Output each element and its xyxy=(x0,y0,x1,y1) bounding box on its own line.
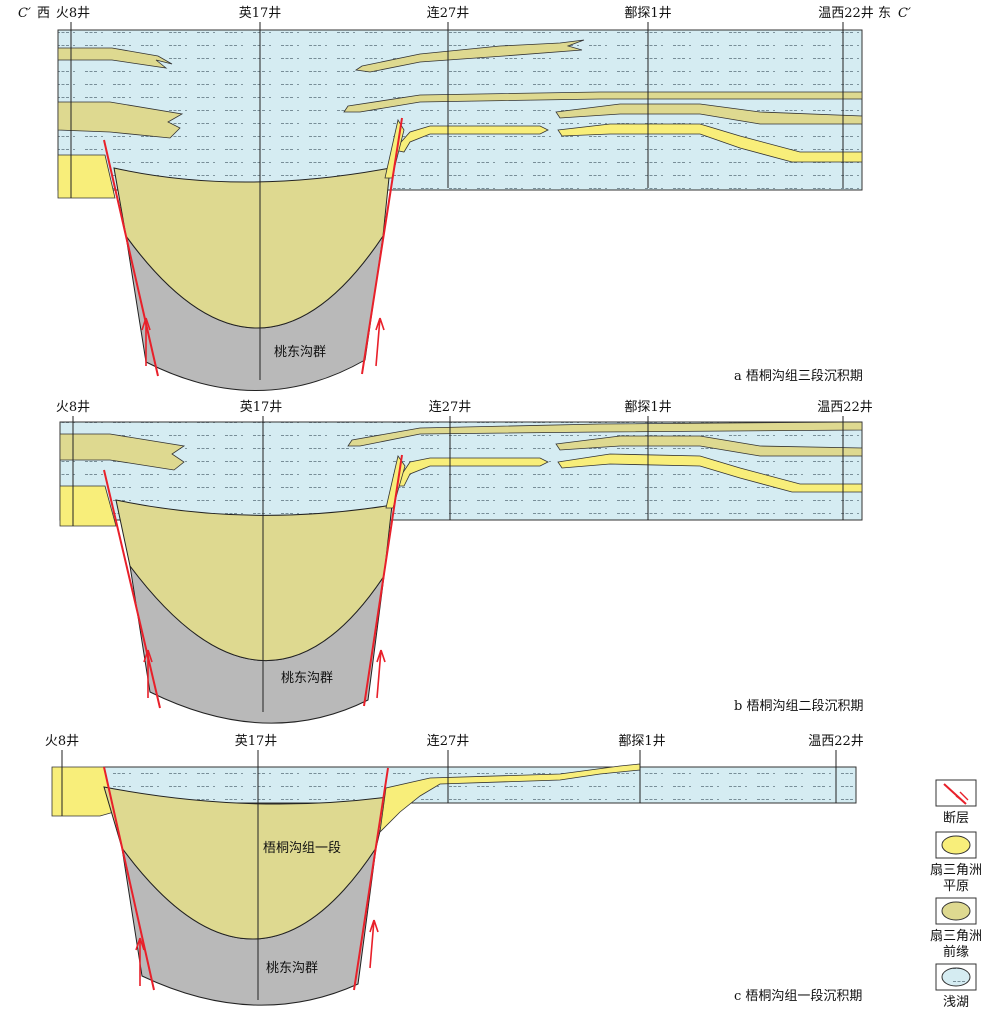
shallow-lake-icon xyxy=(941,967,971,987)
fan-front-basin-fill xyxy=(115,499,393,661)
legend-item-fault: 断层 xyxy=(935,779,977,826)
well-label: 连27井 xyxy=(427,5,470,21)
fan-front-tongue-upper-west xyxy=(57,47,173,69)
fault-east xyxy=(361,117,403,375)
legend-label: 前缘 xyxy=(943,944,969,960)
well-label: 连27井 xyxy=(427,733,470,749)
legend-label: 断层 xyxy=(943,811,969,826)
well-label: 温西22井 xyxy=(817,400,873,415)
fan-front-tongue-upper-east xyxy=(354,39,585,73)
fault-east xyxy=(363,454,403,707)
shallow-lake-body xyxy=(103,766,857,804)
fan-plain-tongue-far-east xyxy=(557,123,863,163)
fan-front-tongue-middle-west xyxy=(57,101,184,139)
fan-front-basin-fill xyxy=(103,786,389,940)
fan-plain-west xyxy=(59,485,117,527)
legend: 断层 扇三角洲 平原 扇三角洲 前缘 浅湖 xyxy=(930,779,982,1010)
fault-west xyxy=(103,766,155,991)
unit-label: 桃东沟群 xyxy=(274,345,326,360)
legend-label: 浅湖 xyxy=(943,995,969,1010)
legend-label: 平原 xyxy=(943,879,969,894)
fan-delta-front-icon xyxy=(941,901,971,921)
legend-item-fan-front: 扇三角洲 前缘 xyxy=(930,897,982,960)
fan-front-tongue-west xyxy=(59,433,186,471)
fault-west xyxy=(103,139,159,377)
fan-front-tongue-lower-east xyxy=(555,435,863,457)
well-label: 英17井 xyxy=(239,6,282,21)
well-label: 鄯探1井 xyxy=(624,400,671,415)
fault-arrow-east xyxy=(369,919,379,969)
fan-front-tongue-lower-east xyxy=(555,103,863,125)
fault-arrow-west xyxy=(141,317,151,366)
well-label: 火8井 xyxy=(56,6,90,21)
fault-arrow-west xyxy=(135,937,145,986)
fan-plain-west xyxy=(51,766,115,817)
fan-front-basin-fill xyxy=(113,167,391,329)
well-label: 鄯探1井 xyxy=(618,734,665,749)
well-label: 英17井 xyxy=(240,400,283,415)
legend-item-shallow-lake: 浅湖 xyxy=(935,963,977,1010)
well-label: 鄯探1井 xyxy=(624,6,671,21)
fan-plain-tongue-east xyxy=(393,125,549,153)
well-label: 温西22井 xyxy=(818,6,874,21)
fault-west xyxy=(103,469,161,709)
legend-label: 扇三角洲 xyxy=(930,862,982,878)
corner-label: C′ xyxy=(18,6,31,21)
unit-label: 桃东沟群 xyxy=(266,961,318,976)
panel-a: C′ 西 火8井 英17井 连27井 鄯探1井 温西22井 东 C′ 桃东沟群 … xyxy=(18,5,911,391)
legend-label: 扇三角洲 xyxy=(930,928,982,944)
fan-front-tongue-upper-east xyxy=(347,421,863,447)
fan-plain-west xyxy=(57,154,116,199)
fan-plain-tongue-east xyxy=(393,457,549,487)
direction-label: 西 xyxy=(37,6,50,21)
panel-c: 火8井 英17井 连27井 鄯探1井 温西22井 梧桐沟组一段 桃东沟群 c 梧… xyxy=(45,733,864,1006)
well-label: 火8井 xyxy=(45,734,79,749)
fault-arrow-east xyxy=(375,317,385,367)
panel-caption: a 梧桐沟组三段沉积期 xyxy=(734,369,863,384)
direction-label: 东 xyxy=(878,6,891,21)
well-label: 火8井 xyxy=(56,400,90,415)
corner-label: C′ xyxy=(898,6,911,21)
panel-caption: b 梧桐沟组二段沉积期 xyxy=(734,699,863,714)
well-label: 连27井 xyxy=(429,399,472,415)
fault-east xyxy=(353,767,389,991)
well-label: 温西22井 xyxy=(808,734,864,749)
panel-b: 火8井 英17井 连27井 鄯探1井 温西22井 桃东沟群 b 梧桐沟组二段沉积… xyxy=(56,399,873,724)
fan-plain-tongue-far-east xyxy=(557,453,863,493)
legend-item-fan-plain: 扇三角洲 平原 xyxy=(930,831,982,894)
unit-label: 梧桐沟组一段 xyxy=(263,841,341,856)
fault-arrow-west xyxy=(143,649,153,698)
well-label: 英17井 xyxy=(235,734,278,749)
fault-arrow-east xyxy=(376,649,386,699)
fan-delta-plain-icon xyxy=(941,835,971,855)
panel-caption: c 梧桐沟组一段沉积期 xyxy=(734,989,862,1004)
fan-front-tongue-middle-east xyxy=(343,91,863,113)
fault-icon xyxy=(935,779,977,807)
unit-label: 桃东沟群 xyxy=(281,671,333,686)
